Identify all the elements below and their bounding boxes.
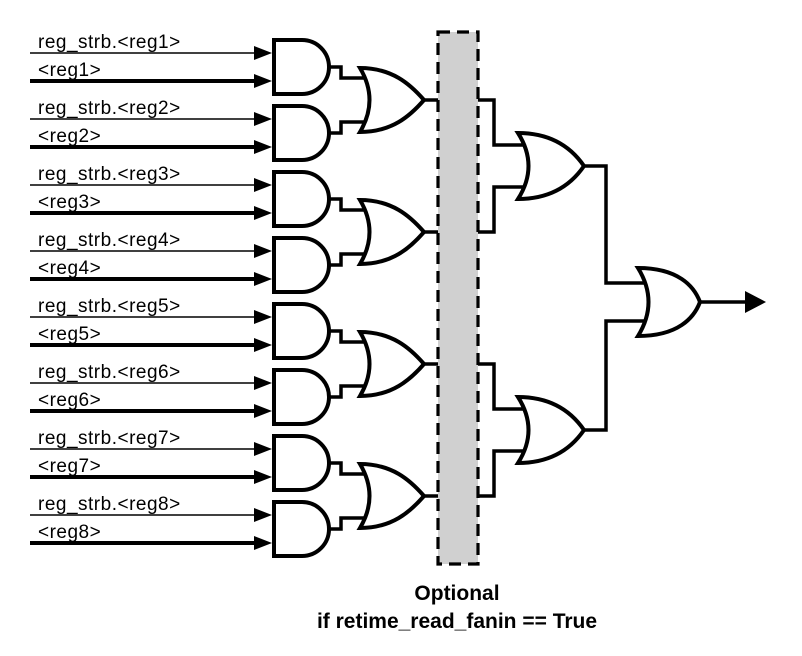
strb-arrowhead-icon — [254, 376, 272, 390]
input-pair-6: reg_strb.<reg6> <reg6> — [30, 362, 368, 426]
and-gate — [272, 302, 331, 360]
strb-label: reg_strb.<reg5> — [38, 296, 181, 317]
strb-label: reg_strb.<reg3> — [38, 164, 181, 185]
value-arrowhead-icon — [254, 206, 272, 220]
and-gate — [272, 170, 331, 228]
or-gate-stage2-4 — [356, 461, 438, 531]
strb-label: reg_strb.<reg2> — [38, 98, 181, 119]
register-output-wire — [478, 98, 532, 147]
input-pair-7: reg_strb.<reg7> <reg7> — [30, 428, 368, 492]
and-gate — [272, 236, 331, 294]
or-gate — [356, 329, 427, 399]
value-arrowhead-icon — [254, 470, 272, 484]
value-arrowhead-icon — [254, 536, 272, 550]
strb-label: reg_strb.<reg1> — [38, 32, 181, 53]
strb-arrowhead-icon — [254, 244, 272, 258]
or-output-wire — [584, 319, 652, 432]
and-output-wire — [328, 461, 368, 476]
input-pair-2: reg_strb.<reg2> <reg2> — [30, 98, 368, 162]
or-gate — [356, 461, 427, 531]
value-label: <reg6> — [38, 390, 101, 411]
or-gate-stage2-2 — [356, 197, 438, 267]
or-gate-final — [634, 265, 766, 339]
caption-line-2: if retime_read_fanin == True — [317, 610, 597, 633]
or-gate-stage3-lower — [514, 319, 652, 466]
value-arrowhead-icon — [254, 404, 272, 418]
and-output-wire — [328, 252, 368, 267]
or-output-wire — [584, 164, 652, 285]
input-pair-5: reg_strb.<reg5> <reg5> — [30, 296, 368, 360]
or-gate-stage2-1 — [356, 65, 438, 135]
strb-label: reg_strb.<reg4> — [38, 230, 181, 251]
value-label: <reg8> — [38, 522, 101, 543]
register-output-wire — [478, 449, 532, 498]
output-arrowhead-icon — [745, 291, 766, 313]
strb-label: reg_strb.<reg7> — [38, 428, 181, 449]
value-label: <reg7> — [38, 456, 101, 477]
and-output-wire — [328, 120, 368, 135]
value-label: <reg3> — [38, 192, 101, 213]
register-output-wire — [478, 185, 532, 234]
input-pair-3: reg_strb.<reg3> <reg3> — [30, 164, 368, 228]
strb-arrowhead-icon — [254, 112, 272, 126]
or-gate — [356, 197, 427, 267]
value-label: <reg1> — [38, 60, 101, 81]
value-arrowhead-icon — [254, 272, 272, 286]
strb-arrowhead-icon — [254, 442, 272, 456]
register-output-wire — [478, 362, 532, 411]
value-arrowhead-icon — [254, 74, 272, 88]
value-arrowhead-icon — [254, 338, 272, 352]
retime-register-stage — [436, 30, 480, 566]
and-gate — [272, 104, 331, 162]
and-output-wire — [328, 516, 368, 531]
input-pair-4: reg_strb.<reg4> <reg4> — [30, 230, 368, 294]
input-pair-1: reg_strb.<reg1> <reg1> — [30, 32, 368, 96]
and-gate — [272, 38, 331, 96]
strb-label: reg_strb.<reg8> — [38, 494, 181, 515]
or-gate — [356, 65, 427, 135]
and-output-wire — [328, 65, 368, 80]
caption-line-1: Optional — [414, 582, 499, 605]
strb-arrowhead-icon — [254, 178, 272, 192]
or-gate — [634, 265, 703, 339]
value-arrowhead-icon — [254, 140, 272, 154]
strb-arrowhead-icon — [254, 310, 272, 324]
or-gate-stage2-3 — [356, 329, 438, 399]
or-gate-stage3-upper — [514, 130, 652, 285]
and-gate — [272, 500, 331, 558]
strb-label: reg_strb.<reg6> — [38, 362, 181, 383]
or-gate — [514, 394, 587, 466]
strb-arrowhead-icon — [254, 508, 272, 522]
and-gate — [272, 368, 331, 426]
input-pair-8: reg_strb.<reg8> <reg8> — [30, 494, 368, 558]
and-output-wire — [328, 329, 368, 344]
or-gate — [514, 130, 587, 202]
strb-arrowhead-icon — [254, 46, 272, 60]
and-gate — [272, 434, 331, 492]
and-output-wire — [328, 197, 368, 212]
value-label: <reg4> — [38, 258, 101, 279]
value-label: <reg5> — [38, 324, 101, 345]
value-label: <reg2> — [38, 126, 101, 147]
and-output-wire — [328, 384, 368, 399]
